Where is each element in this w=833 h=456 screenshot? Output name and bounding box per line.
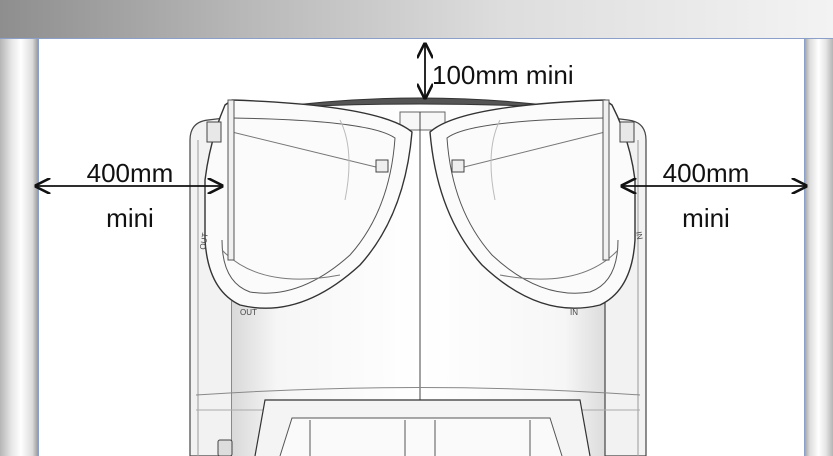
top-clearance-label: 100mm mini — [432, 60, 574, 90]
right-hatch: IN IN — [429, 99, 644, 317]
lower-panel — [195, 387, 641, 456]
left-wall-edge — [38, 39, 39, 456]
right-clearance-value: 400mm — [662, 158, 750, 188]
right-hatch-side-marking: IN — [634, 231, 644, 241]
left-hatch-side-marking: OUT — [198, 232, 210, 250]
top-wall-band — [0, 0, 833, 39]
right-clearance-unit: mini — [682, 203, 730, 233]
left-hatch: OUT OUT — [198, 99, 413, 317]
left-wall — [0, 39, 38, 456]
left-clearance-value: 400mm — [86, 158, 174, 188]
right-wall-edge — [804, 39, 805, 456]
panel-button — [217, 439, 233, 456]
left-clearance-unit: mini — [106, 203, 154, 233]
right-hatch-marking: IN — [570, 308, 578, 317]
right-wall — [804, 39, 833, 456]
left-hatch-marking: OUT — [240, 308, 257, 317]
